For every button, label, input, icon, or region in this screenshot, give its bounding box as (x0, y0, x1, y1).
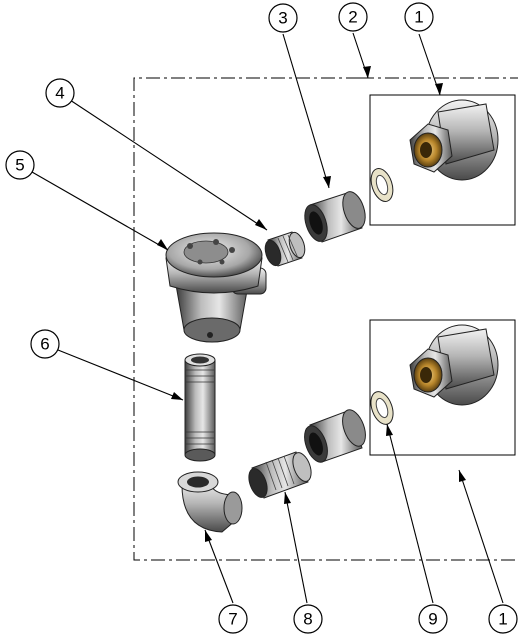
bottom-coupling-part (304, 409, 366, 463)
svg-text:8: 8 (303, 610, 312, 629)
callout-7: 7 (218, 604, 248, 634)
callout-3: 3 (268, 3, 298, 33)
assembly-boundary (133, 77, 518, 561)
top-nipple-part (264, 231, 306, 267)
vacuum-breaker-part (165, 232, 267, 343)
callout-8: 8 (293, 604, 323, 634)
callout-4: 4 (45, 78, 75, 108)
top-flange-part (409, 99, 499, 181)
callout-9: 9 (418, 604, 448, 634)
bottom-washer-part (370, 391, 394, 425)
bottom-flange-box (369, 319, 516, 456)
top-flange-box (369, 94, 516, 226)
callout-5: 5 (5, 150, 35, 180)
svg-text:5: 5 (15, 156, 24, 175)
callout-2: 2 (338, 2, 368, 32)
leader-lines (31, 32, 504, 604)
top-coupling-part (304, 191, 366, 243)
elbow-part (177, 471, 243, 533)
svg-text:1: 1 (414, 8, 423, 27)
callout-6: 6 (30, 329, 60, 359)
bottom-flange-part (409, 324, 499, 406)
svg-text:3: 3 (278, 9, 287, 28)
callout-1-bottom: 1 (488, 604, 518, 634)
bottom-nipple-part (248, 451, 312, 499)
svg-text:4: 4 (55, 84, 64, 103)
svg-text:7: 7 (228, 610, 237, 629)
svg-text:2: 2 (348, 8, 357, 27)
svg-text:9: 9 (428, 610, 437, 629)
svg-text:6: 6 (40, 335, 49, 354)
top-washer-part (370, 168, 394, 202)
svg-text:1: 1 (498, 610, 507, 629)
callout-1-top: 1 (404, 2, 434, 32)
long-nipple-part (184, 353, 216, 462)
